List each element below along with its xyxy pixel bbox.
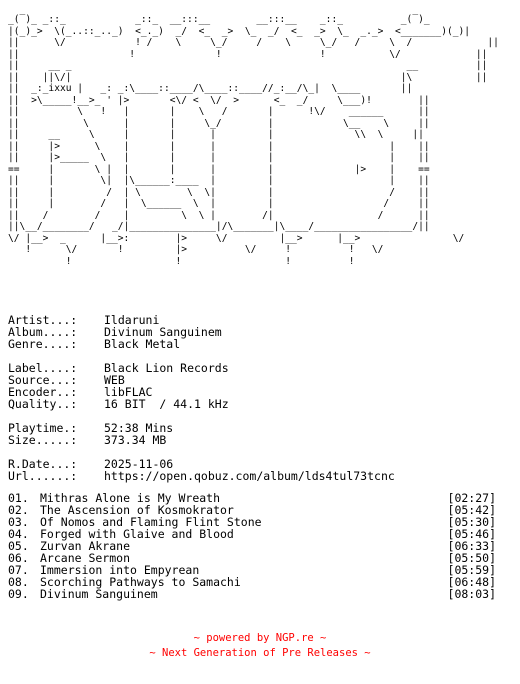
track-row: 04. Forged with Glaive and Blood [05:46] xyxy=(8,528,496,540)
artist-value: Ildaruni xyxy=(104,313,160,327)
artist-row: Artist...: Ildaruni xyxy=(8,314,512,326)
source-value: WEB xyxy=(104,373,125,387)
track-title: The Ascension of Kosmokrator xyxy=(40,503,234,517)
track-number: 08. xyxy=(8,575,29,589)
track-number: 04. xyxy=(8,527,29,541)
encoder-row: Encoder..: libFLAC xyxy=(8,386,512,398)
quality-row: Quality..: 16 BIT / 44.1 kHz xyxy=(8,398,512,410)
size-label: Size.....: xyxy=(8,433,78,447)
label-value: Black Lion Records xyxy=(104,361,229,375)
size-value: 373.34 MB xyxy=(104,433,167,447)
playtime-row: Playtime.: 52:38 Mins xyxy=(8,422,512,434)
release-info: Artist...: Ildaruni Album....: Divinum S… xyxy=(8,314,512,482)
track-title: Scorching Pathways to Samachi xyxy=(40,575,241,589)
track-duration: [05:50] xyxy=(447,551,496,565)
rdate-label: R.Date...: xyxy=(8,457,78,471)
track-title: Arcane Sermon xyxy=(40,551,131,565)
track-row: 09. Divinum Sanguinem [08:03] xyxy=(8,588,496,600)
spacer xyxy=(8,350,512,362)
track-duration: [05:30] xyxy=(447,515,496,529)
footer-tagline: ~ Next Generation of Pre Releases ~ xyxy=(149,647,371,659)
track-row: 03. Of Nomos and Flaming Flint Stone [05… xyxy=(8,516,496,528)
track-row: 01. Mithras Alone is My Wreath [02:27] xyxy=(8,492,496,504)
track-number: 01. xyxy=(8,491,29,505)
playtime-label: Playtime.: xyxy=(8,421,78,435)
track-title: Of Nomos and Flaming Flint Stone xyxy=(40,515,262,529)
spacer xyxy=(8,446,512,458)
rdate-value: 2025-11-06 xyxy=(104,457,174,471)
quality-label: Quality..: xyxy=(8,397,78,411)
album-value: Divinum Sanguinem xyxy=(104,325,222,339)
album-row: Album....: Divinum Sanguinem xyxy=(8,326,512,338)
track-row: 05. Zurvan Akrane [06:33] xyxy=(8,540,496,552)
url-label: Url......: xyxy=(8,469,78,483)
quality-value: 16 BIT / 44.1 kHz xyxy=(104,397,229,411)
track-duration: [02:27] xyxy=(447,491,496,505)
label-row: Label....: Black Lion Records xyxy=(8,362,512,374)
encoder-label: Encoder..: xyxy=(8,385,78,399)
label-label: Label....: xyxy=(8,361,78,375)
track-row: 02. The Ascension of Kosmokrator [05:42] xyxy=(8,504,496,516)
url-value[interactable]: https://open.qobuz.com/album/lds4tul73tc… xyxy=(104,469,395,483)
track-duration: [06:33] xyxy=(447,539,496,553)
artist-label: Artist...: xyxy=(8,313,78,327)
genre-row: Genre....: Black Metal xyxy=(8,338,512,350)
track-duration: [05:59] xyxy=(447,563,496,577)
url-row: Url......: https://open.qobuz.com/album/… xyxy=(8,470,512,482)
footer-powered-by: ~ powered by NGP.re ~ xyxy=(193,632,327,644)
track-duration: [05:46] xyxy=(447,527,496,541)
source-row: Source...: WEB xyxy=(8,374,512,386)
track-title: Forged with Glaive and Blood xyxy=(40,527,234,541)
track-number: 09. xyxy=(8,587,29,601)
track-number: 02. xyxy=(8,503,29,517)
track-row: 07. Immersion into Empyrean [05:59] xyxy=(8,564,496,576)
track-number: 06. xyxy=(8,551,29,565)
genre-label: Genre....: xyxy=(8,337,78,351)
spacer xyxy=(8,410,512,422)
genre-value: Black Metal xyxy=(104,337,181,351)
track-title: Zurvan Akrane xyxy=(40,539,131,553)
ascii-logo: _(‾)_ _::_ _::_ __:::__ __:::__ _::_ _(‾… xyxy=(8,14,499,267)
source-label: Source...: xyxy=(8,373,78,387)
rdate-row: R.Date...: 2025-11-06 xyxy=(8,458,512,470)
track-row: 08. Scorching Pathways to Samachi [06:48… xyxy=(8,576,496,588)
track-number: 07. xyxy=(8,563,29,577)
track-title: Immersion into Empyrean xyxy=(40,563,200,577)
tracklist: 01. Mithras Alone is My Wreath [02:27] 0… xyxy=(8,492,496,600)
playtime-value: 52:38 Mins xyxy=(104,421,174,435)
track-duration: [08:03] xyxy=(447,587,496,601)
track-duration: [06:48] xyxy=(447,575,496,589)
album-label: Album....: xyxy=(8,325,78,339)
track-number: 03. xyxy=(8,515,29,529)
encoder-value: libFLAC xyxy=(104,385,153,399)
track-row: 06. Arcane Sermon [05:50] xyxy=(8,552,496,564)
size-row: Size.....: 373.34 MB xyxy=(8,434,512,446)
track-duration: [05:42] xyxy=(447,503,496,517)
track-number: 05. xyxy=(8,539,29,553)
track-title: Divinum Sanguinem xyxy=(40,587,158,601)
track-title: Mithras Alone is My Wreath xyxy=(40,491,221,505)
